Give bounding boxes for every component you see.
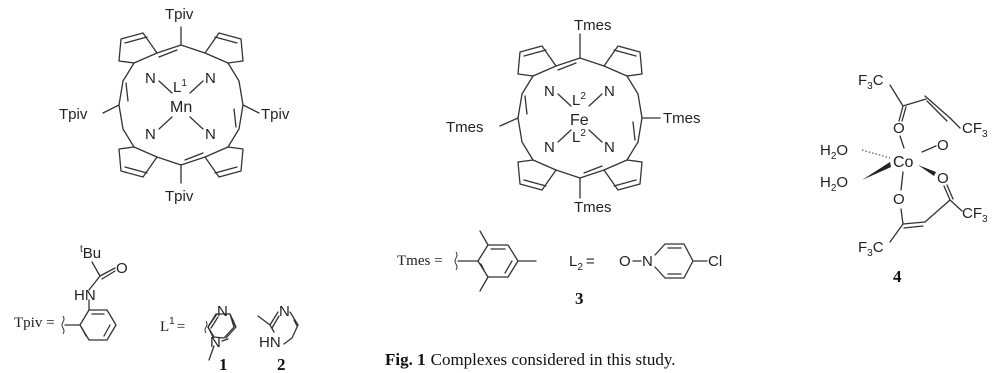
fe-axial-ligand-bottom: L2 xyxy=(572,128,586,146)
compound-number-1: 1 xyxy=(219,355,228,373)
fe-n-topleft: N xyxy=(544,83,555,100)
l1-definition: L1= N N xyxy=(160,303,237,361)
tmes-label: Tmes = xyxy=(397,253,443,269)
l2-definition: L2= O N Cl xyxy=(569,243,722,279)
l1-n-bottom: N xyxy=(210,334,221,351)
tmes-definition: Tmes = xyxy=(397,230,537,292)
co-water-top: H2O xyxy=(820,142,848,162)
mn-meso-bottom: Tpiv xyxy=(165,188,194,205)
co-complex: F3C CF3 O O Co H2O H2O O O CF3 F3C xyxy=(820,72,988,259)
mn-axial-ligand: L1 xyxy=(173,78,187,96)
fe-metal: Fe xyxy=(570,112,589,129)
co-wedge-bond xyxy=(862,162,891,180)
mn-metal: Mn xyxy=(170,99,192,116)
fe-meso-left: Tmes xyxy=(446,119,484,136)
mn-n-topright: N xyxy=(205,70,216,87)
l1-label: L1= xyxy=(160,316,185,335)
fe-meso-bottom: Tmes xyxy=(574,199,612,216)
mn-meso-left: Tpiv xyxy=(59,106,88,123)
ligand2-n-top: N xyxy=(279,303,290,320)
ligand-2: N HN xyxy=(257,303,299,351)
fe-n-topright: N xyxy=(604,83,615,100)
compound-number-4: 4 xyxy=(893,267,902,286)
compound-number-2: 2 xyxy=(277,355,286,373)
ligand2-nh: HN xyxy=(259,334,281,351)
co-cf3-bottom: CF3 xyxy=(962,205,988,225)
l2-label: L2= xyxy=(569,253,595,273)
mn-n-botleft: N xyxy=(145,126,156,143)
mn-meso-top: Tpiv xyxy=(165,6,194,23)
co-o-lower: O xyxy=(893,191,905,208)
fe-n-botright: N xyxy=(604,139,615,156)
tpiv-tbu: tBu xyxy=(80,244,101,262)
co-water-bottom: H2O xyxy=(820,174,848,194)
co-o-lower-right: O xyxy=(937,170,949,187)
fe-axial-ligand-top: L2 xyxy=(572,91,586,109)
co-wedge-bond-right xyxy=(918,165,936,176)
co-f3c-top: F3C xyxy=(858,72,884,92)
l2-oxygen: O xyxy=(619,253,631,270)
tpiv-definition: Tpiv = HN O tBu xyxy=(14,244,128,341)
co-o-upper: O xyxy=(893,120,905,137)
l2-chlorine: Cl xyxy=(708,253,722,270)
fe-porphyrin: N N N N L2 Fe L2 Tmes Tmes Tmes Tmes xyxy=(446,17,701,216)
mn-meso-right: Tpiv xyxy=(261,106,290,123)
tpiv-nh: HN xyxy=(74,287,96,304)
fe-n-botleft: N xyxy=(544,139,555,156)
tpiv-carbonyl-o: O xyxy=(116,260,128,277)
mn-n-topleft: N xyxy=(145,70,156,87)
tpiv-label: Tpiv = xyxy=(14,315,55,331)
mn-porphyrin: N N N N L1 Mn Tpiv Tpiv Tpiv Tpiv xyxy=(59,6,290,205)
l2-nitrogen: N xyxy=(642,253,653,270)
co-o-upper-right: O xyxy=(937,137,949,154)
compound-number-3: 3 xyxy=(575,289,584,308)
mn-n-botright: N xyxy=(205,126,216,143)
co-cf3-top: CF3 xyxy=(962,120,988,140)
fe-meso-right: Tmes xyxy=(663,110,701,127)
l1-n-top: N xyxy=(217,303,228,320)
fe-meso-top: Tmes xyxy=(574,17,612,34)
co-f3c-bottom: F3C xyxy=(858,239,884,259)
co-metal: Co xyxy=(893,154,914,171)
